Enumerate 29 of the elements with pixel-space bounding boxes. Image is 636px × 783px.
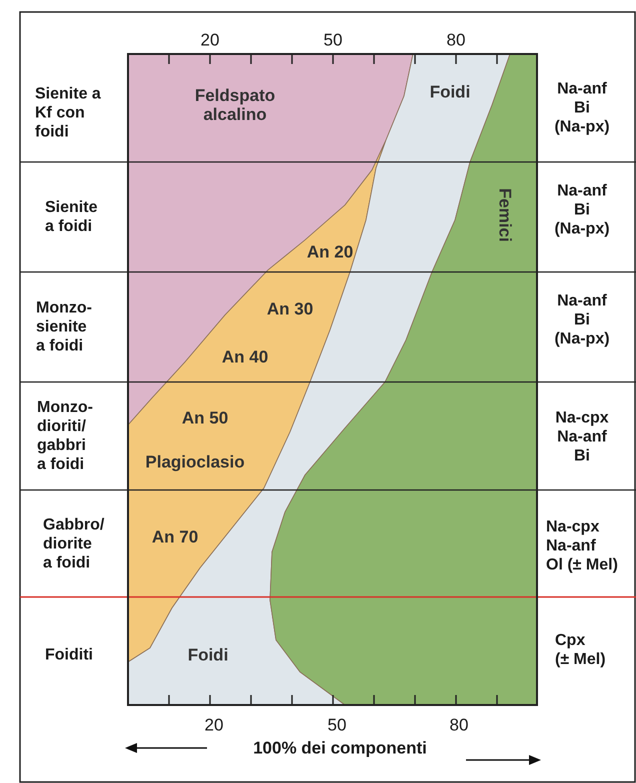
mineral-list: Na-anf Bi (Na-px) [554,80,610,136]
region-label: Femici [496,188,514,242]
tick-label: 50 [328,716,346,734]
mineral-list: Na-cpx Na-anf Ol (± Mel) [546,518,618,574]
mineral-list: Na-anf Bi (Na-px) [554,182,610,238]
region-label: Plagioclasio [145,452,245,472]
axis-title: 100% dei componenti [253,738,427,758]
rock-name: Sienite a Kf con foidi [35,84,101,142]
tick-label: 20 [200,30,220,50]
region-label: An 50 [182,408,228,428]
region-label: Feldspato alcalino [194,86,276,124]
rock-name: Monzo- sienite a foidi [36,298,92,356]
tick-label: 80 [450,716,468,734]
mineral-list: Na-anf Bi (Na-px) [554,292,610,348]
tick-label: 20 [204,716,224,734]
rock-name: Monzo- dioriti/ gabbri a foidi [37,398,93,474]
rock-name: Gabbro/ diorite a foidi [43,516,104,572]
mineral-list: Cpx (± Mel) [555,631,606,669]
region-label: Foidi [430,82,470,102]
region-label: An 30 [266,300,314,318]
rock-name: Foiditi [45,646,93,664]
tick-label: 50 [324,30,342,50]
region-label: Foidi [188,646,228,664]
mineral-list: Na-cpx Na-anf Bi [555,408,609,466]
region-label: An 70 [152,528,198,546]
tick-label: 80 [446,30,466,50]
rock-name: Sienite a foidi [45,198,98,236]
region-label: An 20 [306,242,354,262]
region-label: An 40 [222,348,268,366]
